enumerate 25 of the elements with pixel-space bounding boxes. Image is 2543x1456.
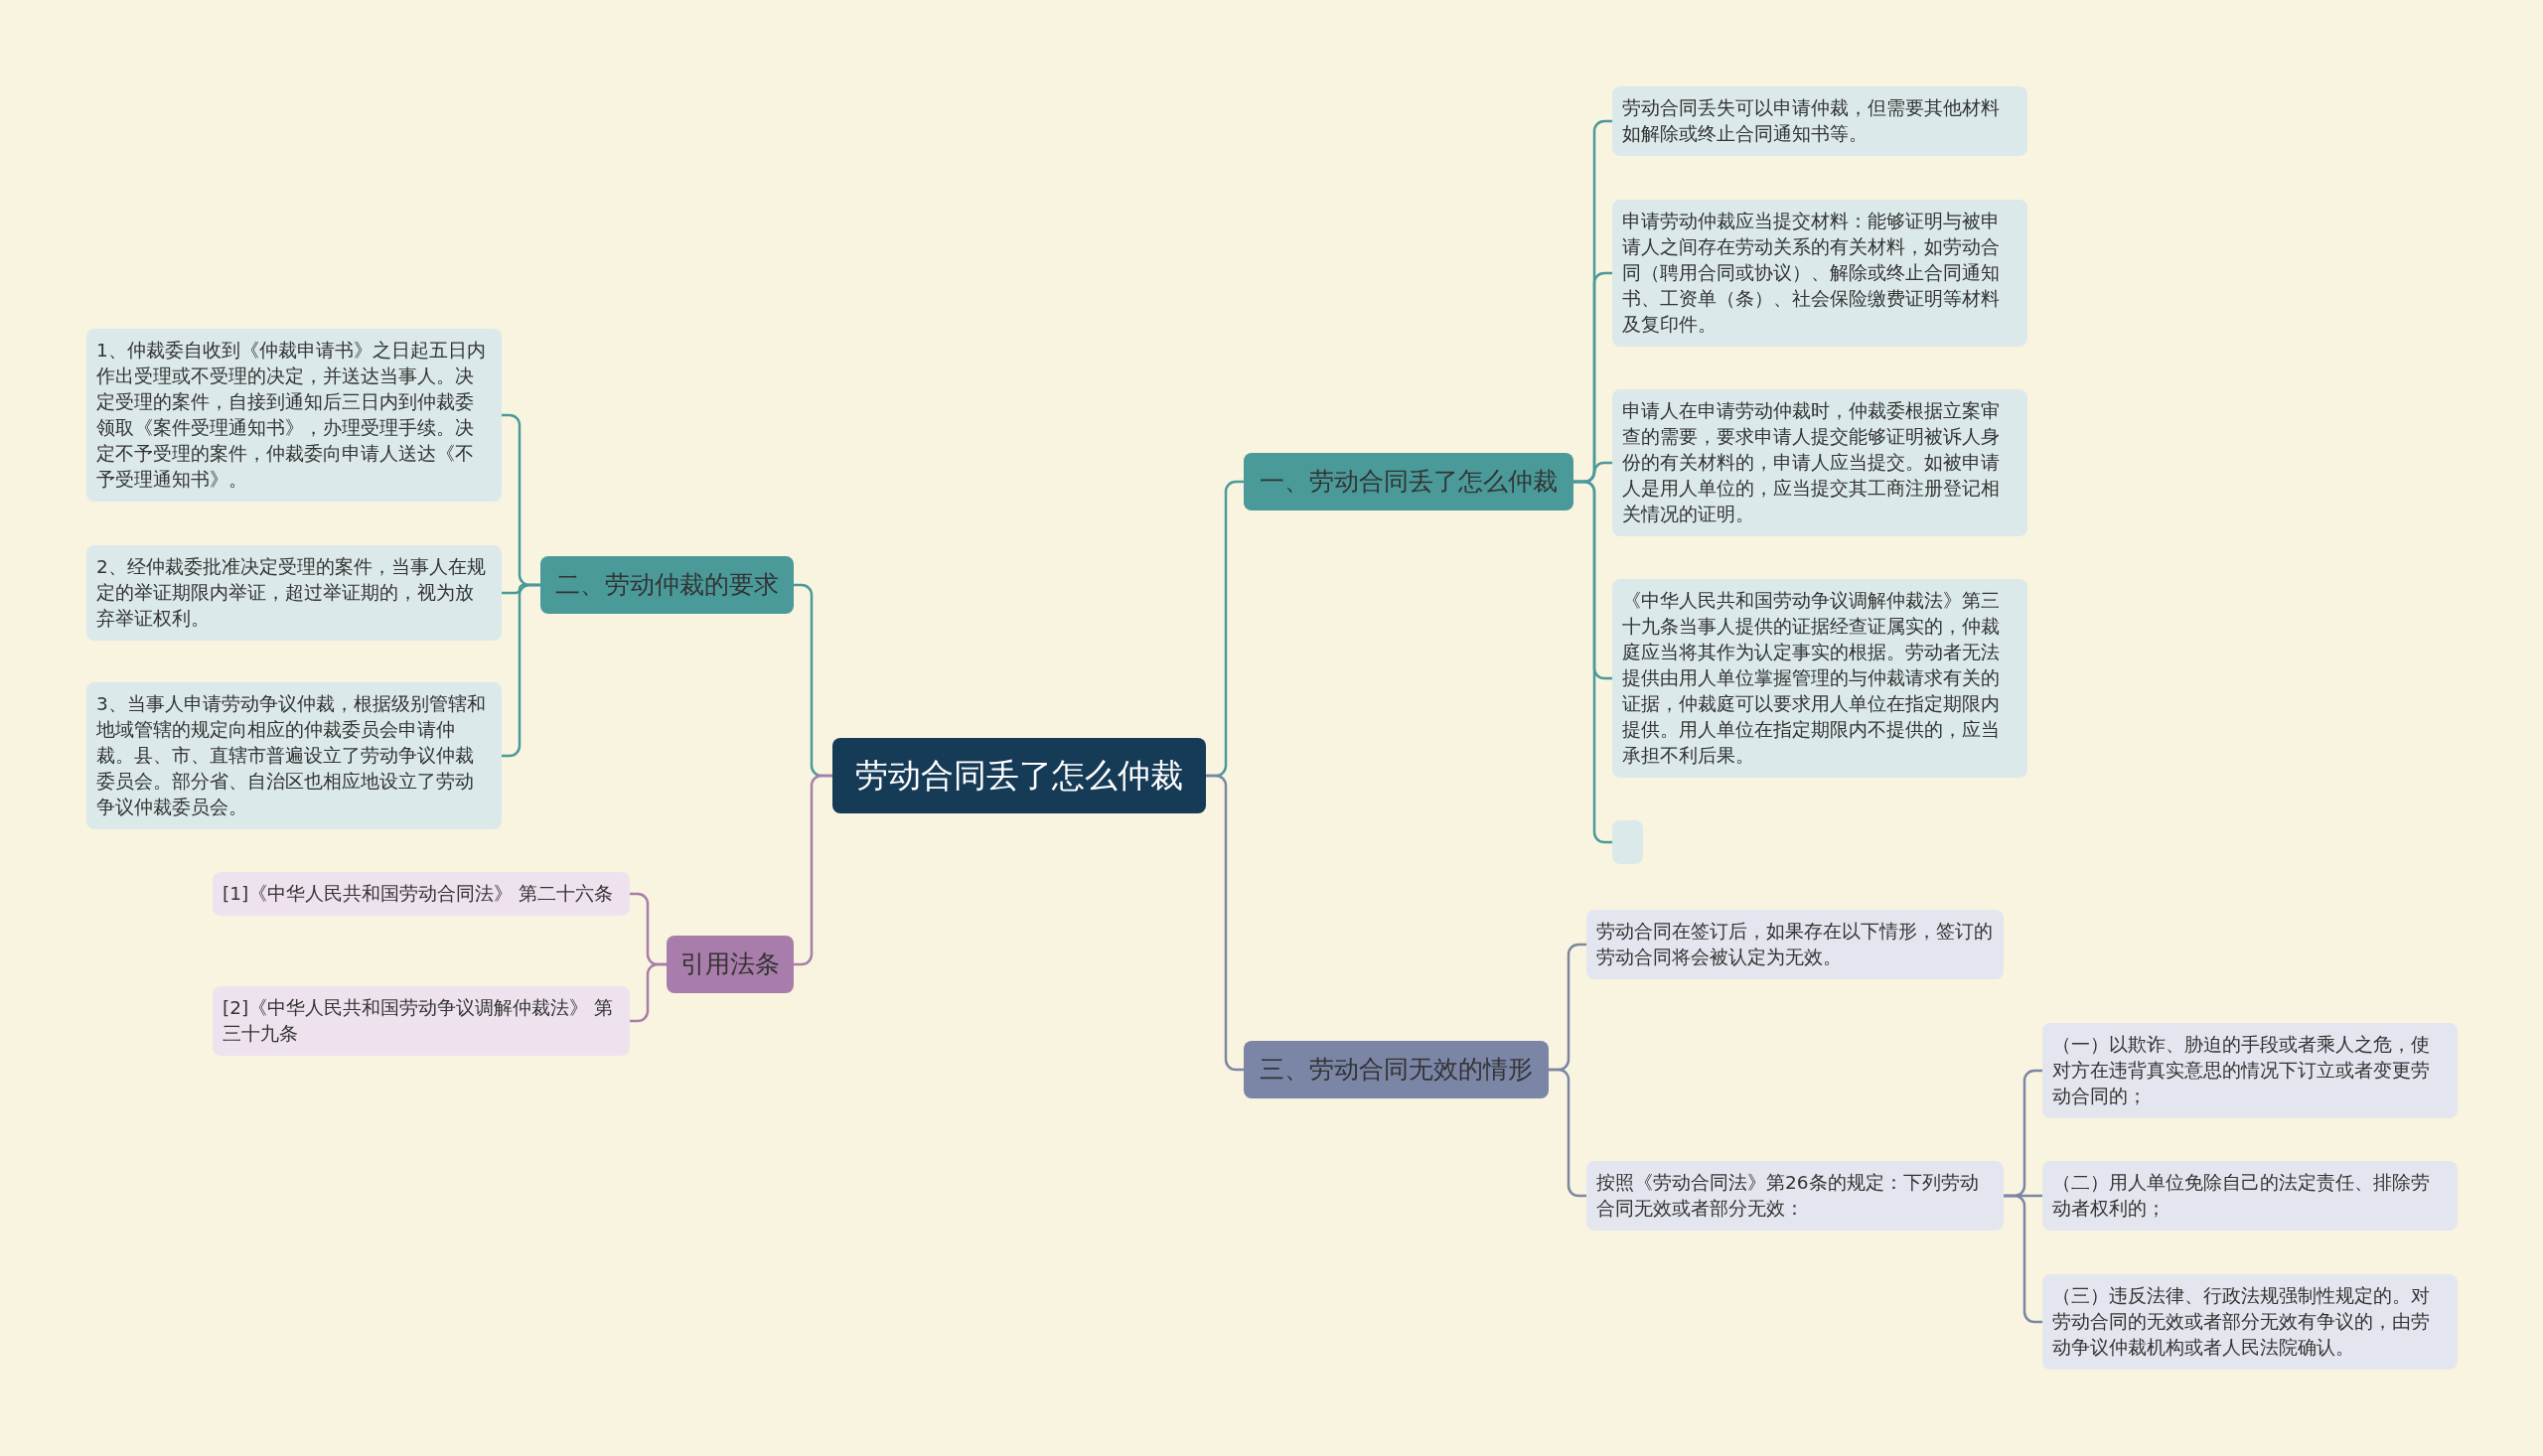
note-box: 申请劳动仲裁应当提交材料：能够证明与被申请人之间存在劳动关系的有关材料，如劳动合同（聘用合同或协议）、解除或终止合同通知书、工资单（条）、社会保险缴费证明等材料及复印件。	[1612, 200, 2027, 347]
connector-line	[2004, 1194, 2042, 1324]
connector-line	[1206, 774, 1244, 1072]
note-box: 按照《劳动合同法》第26条的规定：下列劳动合同无效或者部分无效：	[1586, 1161, 2004, 1231]
note-box: 劳动合同丢失可以申请仲裁，但需要其他材料如解除或终止合同通知书等。	[1612, 86, 2027, 156]
note-box: [2]《中华人民共和国劳动争议调解仲裁法》 第三十九条	[213, 986, 630, 1056]
note-box: （二）用人单位免除自己的法定责任、排除劳动者权利的；	[2042, 1161, 2458, 1231]
note-box: （三）违反法律、行政法规强制性规定的。对劳动合同的无效或者部分无效有争议的，由劳动争议仲裁机构或者人民法院确认。	[2042, 1274, 2458, 1370]
note-box: [1]《中华人民共和国劳动合同法》 第二十六条	[213, 872, 630, 916]
note-box: 2、经仲裁委批准决定受理的案件，当事人在规定的举证期限内举证，超过举证期的，视为放弃举证权利。	[86, 545, 502, 641]
empty-box	[1612, 820, 1643, 864]
branch-topic: 三、劳动合同无效的情形	[1244, 1041, 1549, 1098]
branch-topic: 二、劳动仲裁的要求	[540, 556, 794, 614]
connector-line	[794, 774, 832, 966]
note-box: （一）以欺诈、胁迫的手段或者乘人之危，使对方在违背真实意思的情况下订立或者变更劳动合同的；	[2042, 1023, 2458, 1118]
branch-topic: 一、劳动合同丢了怎么仲裁	[1244, 453, 1573, 510]
connector-line	[502, 583, 540, 758]
connector-line	[1549, 1068, 1586, 1198]
note-box: 劳动合同在签订后，如果存在以下情形，签订的劳动合同将会被认定为无效。	[1586, 910, 2004, 979]
note-box: 《中华人民共和国劳动争议调解仲裁法》第三十九条当事人提供的证据经查证属实的，仲裁庭应当将其作为认定事实的根据。劳动者无法提供由用人单位掌握管理的与仲裁请求有关的证据，仲裁庭可以要求用人单位在指定期限内提供。用人单位在指定期限内不提供的，应当承担不利后果。	[1612, 579, 2027, 778]
branch-topic: 引用法条	[667, 936, 794, 993]
note-box: 3、当事人申请劳动争议仲裁，根据级别管辖和地域管辖的规定向相应的仲裁委员会申请仲裁。县、市、直辖市普遍设立了劳动争议仲裁委员会。部分省、自治区也相应地设立了劳动争议仲裁委员会。	[86, 682, 502, 829]
note-box: 申请人在申请劳动仲裁时，仲裁委根据立案审查的需要，要求申请人提交能够证明被诉人身份的有关材料的，申请人应当提交。如被申请人是用人单位的，应当提交其工商注册登记相关情况的证明。	[1612, 389, 2027, 536]
central-topic: 劳动合同丢了怎么仲裁	[832, 738, 1206, 813]
note-box: 1、仲裁委自收到《仲裁申请书》之日起五日内作出受理或不受理的决定，并送达当事人。决定受理的案件，自接到通知后三日内到仲裁委领取《案件受理通知书》，办理受理手续。决定不予受理的案件，仲裁委向申请人送达《不予受理通知书》。	[86, 329, 502, 502]
